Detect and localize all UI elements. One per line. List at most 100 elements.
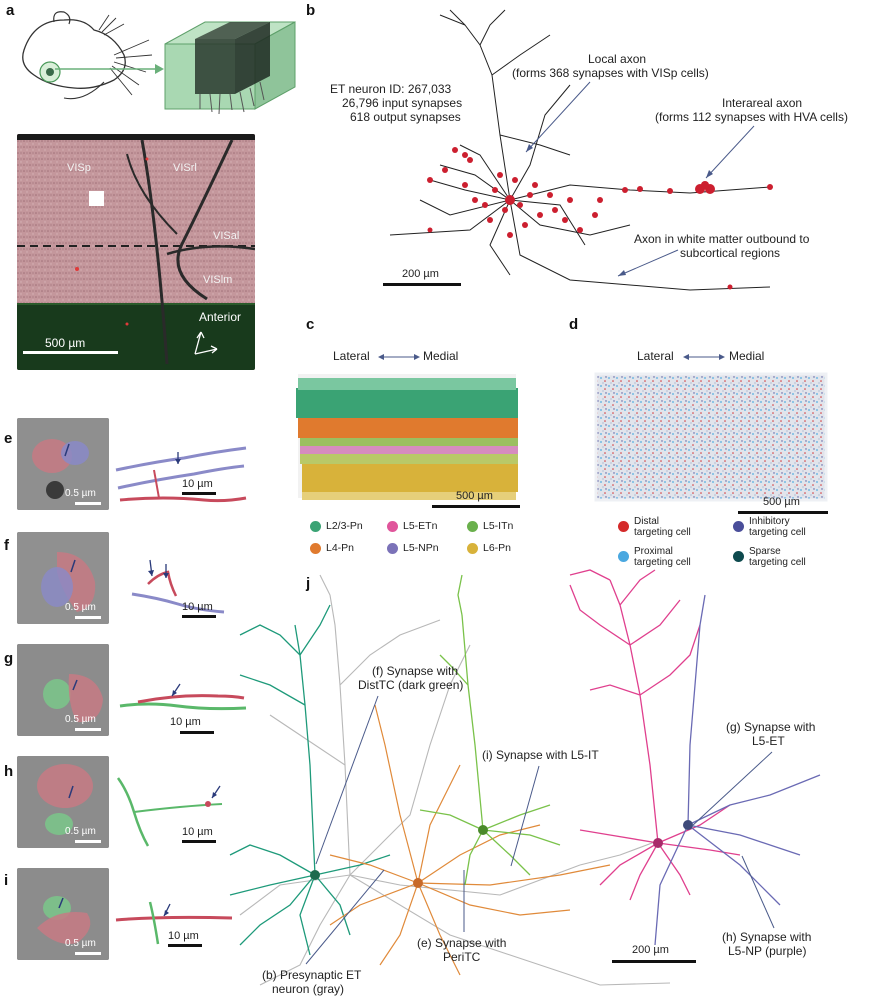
volume-cube xyxy=(164,21,296,115)
scalebar-h-trace xyxy=(182,840,216,843)
trace-e xyxy=(115,446,247,503)
area-label-visp: VISp xyxy=(67,162,91,174)
annotation-g-line1: (g) Synapse with xyxy=(726,720,816,734)
panel-label-j: j xyxy=(306,575,311,592)
scalebar-d-label: 500 µm xyxy=(763,496,800,508)
em-image-i: 0.5 µm xyxy=(17,868,109,960)
scalebar-h-trace-label: 10 µm xyxy=(182,826,213,838)
local-axon-pointer xyxy=(525,81,591,153)
annotation-i-pointer xyxy=(510,765,540,867)
interareal-axon-pointer xyxy=(705,125,755,179)
scalebar-e-trace xyxy=(182,492,216,495)
white-matter-label: Axon in white matter outbound to xyxy=(634,232,810,246)
annotation-b-line2: neuron (gray) xyxy=(272,982,345,996)
em-image-h: 0.5 µm xyxy=(17,756,109,848)
em-image-e: 0.5 µm xyxy=(17,418,109,510)
cell-type-volume xyxy=(296,374,518,500)
scalebar-e-trace-label: 10 µm xyxy=(182,478,213,490)
lateral-medial-arrow-d xyxy=(683,354,725,360)
connectivity-reconstruction xyxy=(229,569,821,986)
trace-h xyxy=(116,777,223,847)
legend-dot-inhibitory xyxy=(733,521,744,532)
legend-dot-distal xyxy=(618,521,629,532)
lateral-medial-arrow-c xyxy=(378,354,420,360)
panel-label-c: c xyxy=(306,316,315,333)
annotation-b-line1: (b) Presynaptic ET xyxy=(262,968,362,982)
interareal-axon-label: Interareal axon xyxy=(722,96,803,110)
panel-label-i: i xyxy=(4,872,9,889)
scalebar-b xyxy=(383,283,461,286)
scalebar-h-em-label: 0.5 µm xyxy=(65,826,96,837)
trace-g xyxy=(119,683,247,711)
legend-l4-pn: L4-Pn xyxy=(310,542,354,554)
scalebar-f-em-label: 0.5 µm xyxy=(65,602,96,613)
medial-label-d: Medial xyxy=(729,349,765,363)
lateral-label-d: Lateral xyxy=(637,349,674,363)
scalebar-j-label: 200 µm xyxy=(632,944,669,956)
annotation-e-pointer xyxy=(463,870,465,932)
area-label-visrl: VISrl xyxy=(173,162,197,174)
annotation-h-line1: (h) Synapse with xyxy=(722,930,812,944)
white-matter-detail-label: subcortical regions xyxy=(680,246,781,260)
local-axon-detail-label: (forms 368 synapses with VISp cells) xyxy=(512,66,709,80)
annotation-b-pointer xyxy=(305,869,385,965)
area-label-vislm: VISlm xyxy=(203,274,233,286)
et-neuron-reconstruction xyxy=(389,9,773,291)
legend-dot-l4-pn xyxy=(310,542,321,554)
legend-dot-l5-itn xyxy=(467,520,478,532)
area-label-visal: VISal xyxy=(213,230,240,242)
em-image-f: 0.5 µm xyxy=(17,532,109,624)
legend-l23-pn: L2/3-Pn xyxy=(310,520,363,532)
scalebar-g-em-label: 0.5 µm xyxy=(65,714,96,725)
scalebar-e-em xyxy=(75,502,101,505)
annotation-e-line1: (e) Synapse with xyxy=(417,936,507,950)
scalebar-c-label: 500 µm xyxy=(456,490,493,502)
local-axon-label: Local axon xyxy=(588,52,647,66)
panel-label-g: g xyxy=(4,650,14,667)
scalebar-a xyxy=(23,351,118,354)
legend-dot-l6-pn xyxy=(467,542,478,554)
targeting-cell-volume xyxy=(594,372,828,502)
panel-label-d: d xyxy=(569,316,579,333)
neuron-id-label: ET neuron ID: 267,033 xyxy=(330,82,452,96)
panel-label-f: f xyxy=(4,537,9,554)
mouse-head-icon xyxy=(22,11,153,100)
input-synapses-label: 26,796 input synapses xyxy=(342,96,463,110)
scalebar-f-trace-label: 10 µm xyxy=(182,601,213,613)
scalebar-j xyxy=(612,960,696,963)
panel-label-e: e xyxy=(4,430,13,447)
legend-l5-etn: L5-ETn xyxy=(387,520,437,532)
panel-label-b: b xyxy=(306,2,316,19)
scalebar-e-em-label: 0.5 µm xyxy=(65,488,96,499)
anterior-label: Anterior xyxy=(199,310,242,324)
scalebar-f-em xyxy=(75,616,101,619)
annotation-h-line2: L5-NP (purple) xyxy=(728,944,807,958)
lateral-label-c: Lateral xyxy=(333,349,370,363)
trace-i xyxy=(115,901,233,945)
scalebar-g-trace-label: 10 µm xyxy=(170,716,201,728)
legend-dot-l23-pn xyxy=(310,520,321,532)
legend-l5-itn: L5-ITn xyxy=(467,520,513,532)
white-matter-pointer xyxy=(617,249,679,277)
output-synapses-label: 618 output synapses xyxy=(350,110,461,124)
panel-label-h: h xyxy=(4,763,14,780)
annotation-f-line2: DistTC (dark green) xyxy=(358,678,464,692)
legend-dot-sparse xyxy=(733,551,744,562)
annotation-g-pointer xyxy=(691,751,773,827)
scalebar-f-trace xyxy=(182,615,216,618)
scalebar-i-em xyxy=(75,952,101,955)
panel-label-a: a xyxy=(6,2,15,19)
scalebar-i-trace xyxy=(168,944,202,947)
annotation-f-pointer xyxy=(315,695,379,865)
scalebar-g-em xyxy=(75,728,101,731)
zoom-arrow xyxy=(55,64,164,74)
annotation-g-line2: L5-ET xyxy=(752,734,785,748)
scalebar-g-trace xyxy=(180,731,214,734)
annotation-h-pointer xyxy=(741,855,775,929)
scalebar-c xyxy=(432,505,520,508)
legend-l6-pn: L6-Pn xyxy=(467,542,511,554)
